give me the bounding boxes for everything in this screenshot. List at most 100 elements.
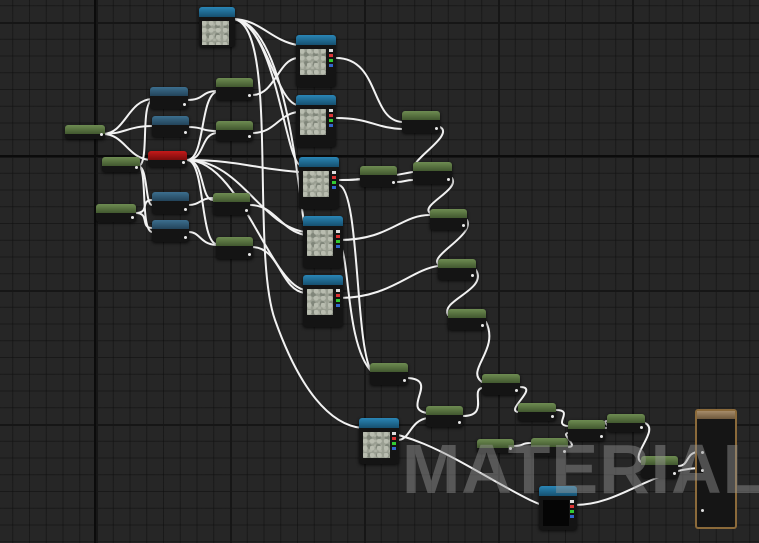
output-pin[interactable] xyxy=(182,161,185,164)
math-node[interactable] xyxy=(213,193,250,215)
vector-parameter-node[interactable] xyxy=(148,151,187,167)
output-pin[interactable] xyxy=(509,447,512,450)
material-result-node[interactable] xyxy=(695,409,737,529)
output-pin[interactable] xyxy=(462,224,465,227)
wire xyxy=(186,90,217,101)
wire xyxy=(102,133,153,161)
output-pin[interactable] xyxy=(183,103,186,106)
math-node[interactable] xyxy=(96,204,136,222)
math-node[interactable] xyxy=(216,237,253,259)
node-header xyxy=(531,438,568,447)
output-pins[interactable] xyxy=(329,49,333,69)
math-node[interactable] xyxy=(152,220,189,242)
math-node[interactable] xyxy=(482,374,520,395)
output-pin[interactable] xyxy=(563,450,566,453)
output-pin[interactable] xyxy=(551,415,554,418)
output-pin[interactable] xyxy=(245,209,248,212)
input-pin[interactable] xyxy=(701,509,704,512)
output-pins[interactable] xyxy=(329,109,333,129)
output-pins[interactable] xyxy=(392,432,396,452)
scalar-node[interactable] xyxy=(65,125,105,139)
output-pin[interactable] xyxy=(248,253,251,256)
node-header xyxy=(213,193,250,202)
scalar-node[interactable] xyxy=(102,157,140,172)
wire xyxy=(137,165,153,233)
output-pin[interactable] xyxy=(673,472,676,475)
math-node[interactable] xyxy=(568,420,605,441)
wire xyxy=(186,159,214,201)
texture-sample-node[interactable] xyxy=(296,35,336,87)
output-pin[interactable] xyxy=(640,426,643,429)
output-pin[interactable] xyxy=(447,178,450,181)
node-header xyxy=(641,456,678,465)
output-pin[interactable] xyxy=(515,389,518,392)
output-pin[interactable] xyxy=(184,131,187,134)
wire xyxy=(231,18,363,429)
node-header xyxy=(216,237,253,246)
math-node[interactable] xyxy=(448,309,486,330)
texture-sample-node[interactable] xyxy=(296,95,336,147)
input-pin[interactable] xyxy=(701,469,704,472)
graph-origin-horizontal-axis xyxy=(0,155,759,157)
output-pin[interactable] xyxy=(392,181,395,184)
math-node[interactable] xyxy=(152,116,189,137)
texture-sample-node[interactable] xyxy=(539,486,577,530)
input-pin[interactable] xyxy=(701,451,704,454)
texture-preview xyxy=(300,109,326,135)
output-pin[interactable] xyxy=(100,133,103,136)
math-node[interactable] xyxy=(641,456,678,478)
wire xyxy=(186,132,217,161)
output-pins[interactable] xyxy=(570,500,574,520)
output-pin[interactable] xyxy=(403,379,406,382)
math-node[interactable] xyxy=(152,192,189,214)
math-node[interactable] xyxy=(438,259,476,280)
output-pin[interactable] xyxy=(248,94,251,97)
texture-sample-node[interactable] xyxy=(199,7,235,47)
node-header xyxy=(152,220,189,229)
output-pin[interactable] xyxy=(184,236,187,239)
output-pin[interactable] xyxy=(481,324,484,327)
math-node[interactable] xyxy=(426,406,463,427)
math-node[interactable] xyxy=(216,78,253,100)
wire xyxy=(251,246,306,294)
node-header xyxy=(102,157,140,166)
math-node[interactable] xyxy=(402,111,440,133)
wire xyxy=(188,197,214,206)
node-header xyxy=(477,439,514,448)
math-node[interactable] xyxy=(150,87,188,109)
node-header xyxy=(518,403,556,412)
node-header xyxy=(426,406,463,415)
math-node[interactable] xyxy=(607,414,645,432)
output-pin[interactable] xyxy=(458,421,461,424)
node-header xyxy=(360,166,397,175)
output-pin[interactable] xyxy=(600,435,603,438)
output-pins[interactable] xyxy=(332,171,336,191)
wire xyxy=(555,409,569,427)
math-node[interactable] xyxy=(216,121,253,141)
math-node[interactable] xyxy=(531,438,568,456)
output-pin[interactable] xyxy=(131,216,134,219)
output-pin[interactable] xyxy=(435,127,438,130)
math-node[interactable] xyxy=(370,363,408,385)
texture-sample-node[interactable] xyxy=(299,157,339,209)
node-header xyxy=(152,192,189,201)
node-header xyxy=(568,420,605,429)
math-node[interactable] xyxy=(430,209,467,230)
wire xyxy=(514,386,528,413)
texture-preview xyxy=(307,289,333,315)
texture-sample-node[interactable] xyxy=(303,275,343,327)
math-node[interactable] xyxy=(413,162,452,184)
output-pins[interactable] xyxy=(336,289,340,309)
math-node[interactable] xyxy=(518,403,556,421)
scalar-node[interactable] xyxy=(477,439,514,453)
output-pin[interactable] xyxy=(471,274,474,277)
output-pin[interactable] xyxy=(248,135,251,138)
output-pin[interactable] xyxy=(184,208,187,211)
math-node[interactable] xyxy=(360,166,397,187)
output-pins[interactable] xyxy=(336,230,340,250)
texture-sample-node[interactable] xyxy=(303,216,343,268)
output-pin[interactable] xyxy=(135,166,138,169)
texture-sample-node[interactable] xyxy=(359,418,399,464)
